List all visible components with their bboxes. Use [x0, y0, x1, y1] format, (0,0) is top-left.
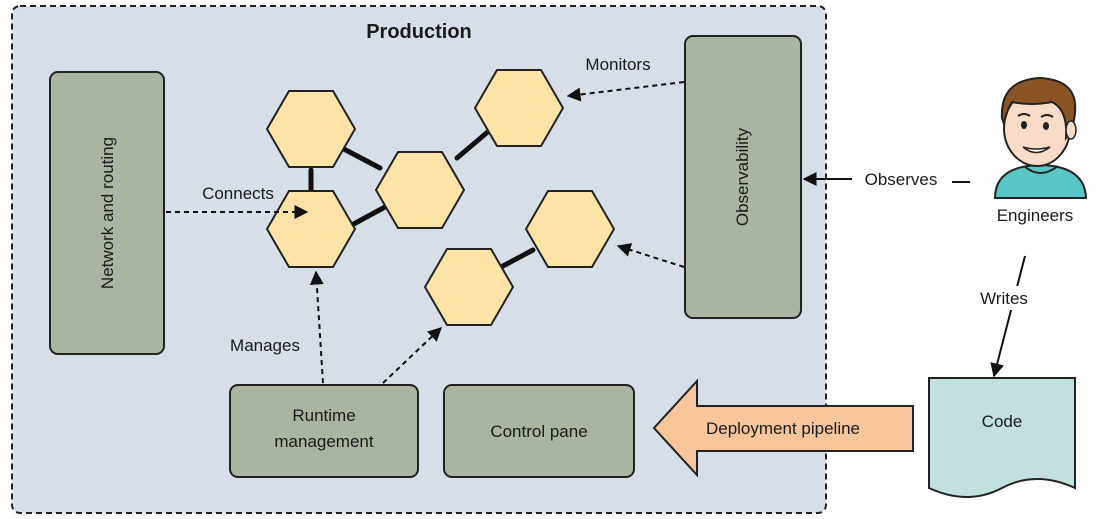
- arrow-icon: [566, 81, 685, 102]
- observability-label: Observability: [733, 127, 752, 226]
- hexagon-service-icon: [265, 190, 357, 268]
- document-icon: [928, 377, 1076, 498]
- arrow-icon: [990, 255, 1026, 378]
- monitors-label: Monitors: [585, 55, 650, 74]
- observes-label: Observes: [865, 170, 938, 189]
- arrow-icon: [382, 327, 443, 384]
- production-title: Production: [366, 21, 472, 43]
- manages-label: Manages: [230, 336, 300, 355]
- engineer-person-icon: [993, 76, 1088, 199]
- hexagon-service-icon: [423, 248, 515, 326]
- network-routing-box: [49, 71, 165, 355]
- connects-label: Connects: [202, 184, 274, 203]
- dashed-arrows: [166, 81, 685, 384]
- writes-label-bg: [970, 286, 1036, 310]
- runtime-management-label-1: Runtime: [292, 406, 355, 425]
- writes-label: Writes: [980, 289, 1028, 308]
- services: [265, 69, 616, 326]
- network-routing-label: Network and routing: [98, 137, 117, 289]
- arrow-icon: [616, 243, 685, 268]
- code-label: Code: [982, 412, 1023, 431]
- hexagon-service-icon: [524, 190, 616, 268]
- hexagon-service-icon: [265, 90, 357, 168]
- arrow-icon: [309, 270, 324, 384]
- hexagon-service-icon: [374, 151, 466, 229]
- runtime-management-label-2: management: [274, 432, 374, 451]
- deployment-pipeline-arrow: [652, 378, 914, 478]
- runtime-management-box: [229, 384, 419, 478]
- observability-box: [684, 35, 802, 319]
- hexagon-service-icon: [473, 69, 565, 147]
- control-pane-label: Control pane: [490, 422, 587, 441]
- engineers-label: Engineers: [997, 206, 1074, 225]
- control-pane-box: [443, 384, 635, 478]
- deployment-pipeline-label: Deployment pipeline: [706, 419, 860, 438]
